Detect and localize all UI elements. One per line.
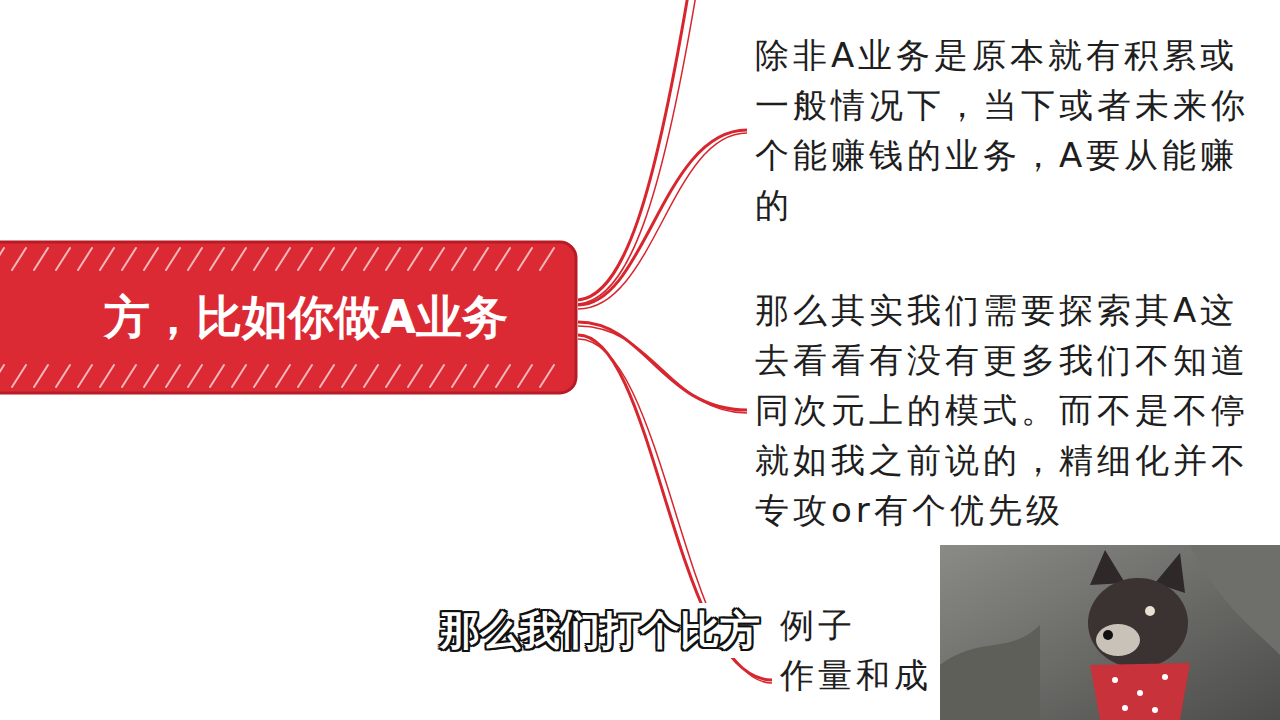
branch-topic: 例子 作量和成 [772,600,950,700]
webcam-frame [940,545,1280,720]
background-tree [940,625,1040,720]
branch-connector [578,322,747,413]
dog-nose [1103,630,1113,640]
scarf-dot [1122,705,1128,711]
offscreen-branch [578,0,688,300]
dog-ear [1090,550,1125,585]
background-shape [1190,545,1280,655]
topic-text: 那么其实我们需要探索其A这 去看看有没有更多我们不知道 同次元上的模式。而不是不… [755,285,1265,535]
branch-connector [578,130,747,309]
central-topic: 方，比如你做A业务 [0,240,578,395]
subtitle-caption: 那么我们打个比方 [436,603,764,658]
offscreen-branch [578,0,696,304]
webcam-overlay [940,545,1280,720]
scarf-dot [1137,690,1143,696]
topic-title: 方，比如你做A业务 [104,287,508,349]
dog-head [1088,578,1188,668]
branch-topic: 除非A业务是原本就有积累或 一般情况下，当下或者未来你 个能赚钱的业务，A要从能… [747,30,1265,230]
scarf-dot [1162,674,1168,680]
branch-topic: 那么其实我们需要探索其A这 去看看有没有更多我们不知道 同次元上的模式。而不是不… [747,285,1265,535]
scarf [1090,663,1190,720]
dog-snout [1096,624,1140,656]
scarf-dot [1152,707,1158,713]
scarf-dot [1112,677,1118,683]
topic-text: 除非A业务是原本就有积累或 一般情况下，当下或者未来你 个能赚钱的业务，A要从能… [755,30,1265,230]
dog-eye [1145,606,1155,616]
topic-text: 例子 作量和成 [780,600,950,700]
